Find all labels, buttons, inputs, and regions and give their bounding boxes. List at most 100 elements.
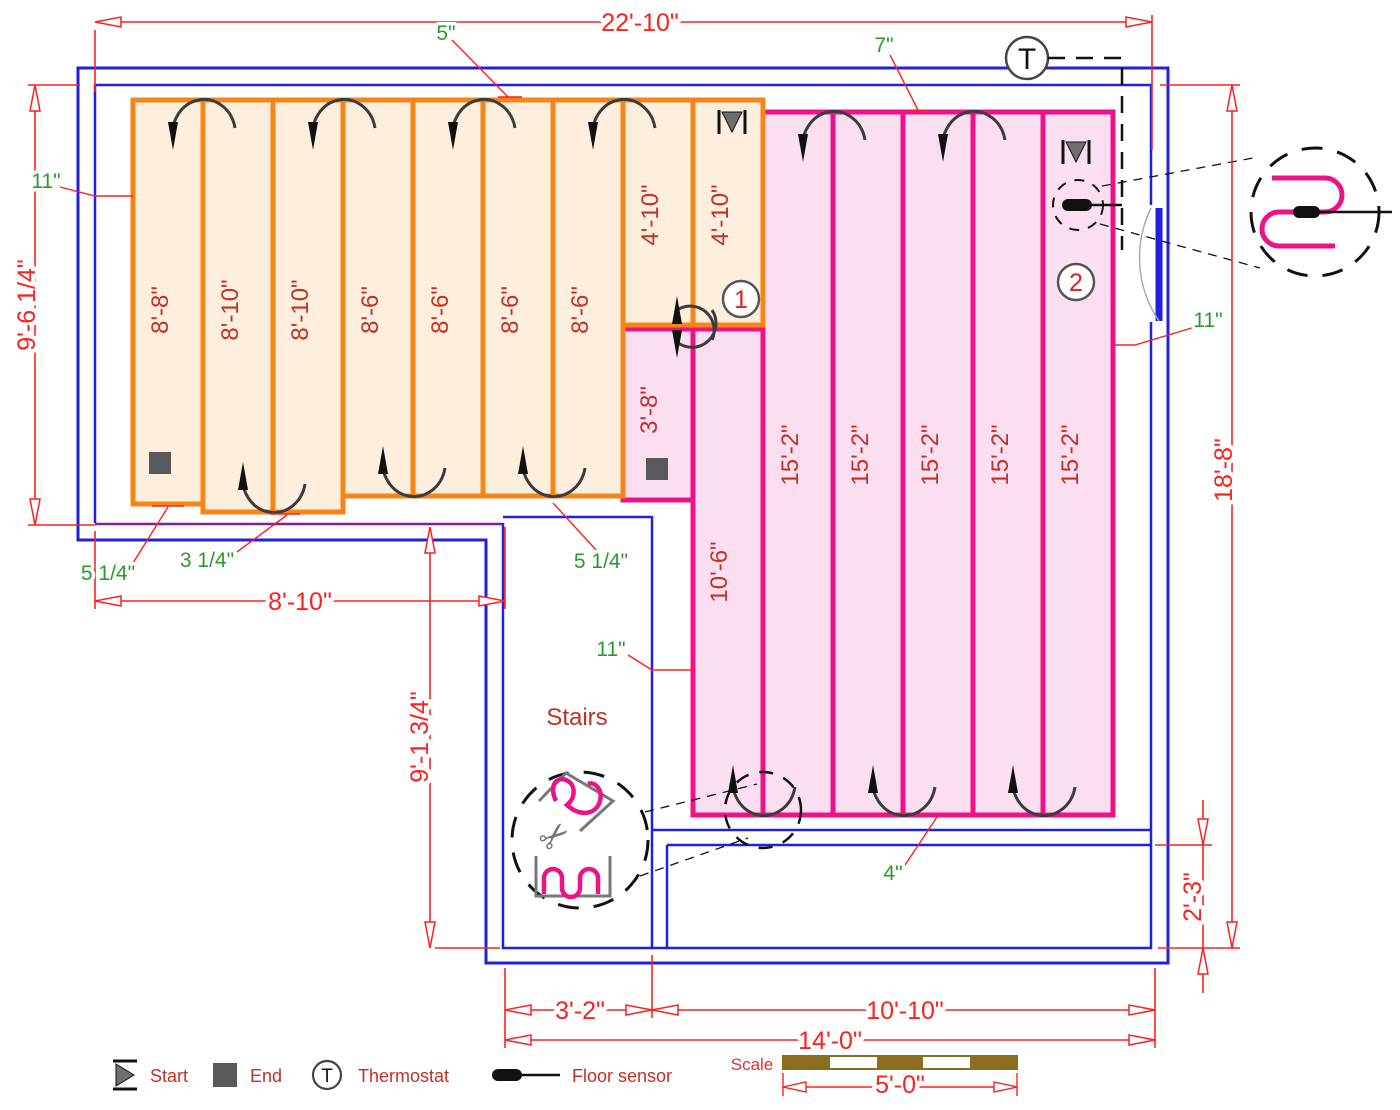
dimension-arrows	[29, 16, 1238, 1046]
legend-floor-sensor-item: Floor sensor	[492, 1066, 672, 1086]
arrow-down-icon	[168, 122, 178, 150]
dim-stairs-height: 9'-1 3/4"	[406, 691, 434, 782]
scale-label: Scale	[731, 1055, 774, 1074]
detail-marker-circle	[723, 770, 803, 850]
zone2-number: 2	[1069, 269, 1083, 297]
walls	[76, 66, 1170, 965]
gap-label: 11"	[596, 638, 625, 661]
strip-length-label: 15'-2"	[847, 424, 874, 485]
arrow-up-icon	[238, 462, 248, 490]
landing-wall-inner	[665, 843, 1151, 948]
arrow-down-icon	[672, 330, 682, 358]
legend: Start End T Thermostat Floor sensor Scal…	[113, 1055, 1018, 1104]
strip-length-label: 8'-6"	[427, 286, 454, 334]
legend-floor-sensor-label: Floor sensor	[572, 1066, 672, 1086]
start-symbol-zone2	[1061, 140, 1091, 164]
dimension-texts: 22'-10" 9'-6 1/4" 18'-8" 2'-3" 8'-10" 9'…	[9, 5, 1243, 1060]
dim-right-height: 18'-8"	[1210, 438, 1238, 502]
strip-length-label: 8'-10"	[287, 279, 314, 340]
dim-stairs-width: 3'-2"	[555, 997, 605, 1025]
dim-landing-width: 10'-10"	[866, 997, 944, 1025]
legend-thermostat-item: T Thermostat	[311, 1059, 449, 1091]
zone1-strip	[130, 97, 206, 507]
mat-labels: 8'-8" 8'-10" 8'-10" 8'-6" 8'-6" 8'-6" 8'…	[147, 184, 1084, 602]
start-symbol-zone1	[717, 110, 747, 134]
arrow-up-icon	[728, 765, 738, 793]
arrow-up-icon	[672, 296, 682, 324]
arrow-up-icon	[1008, 765, 1018, 793]
zone1-bubble: 1	[721, 279, 761, 319]
arrow-down-icon	[588, 122, 598, 150]
arrow-down-icon	[308, 122, 318, 150]
arrow-up-icon	[518, 446, 528, 474]
strip-length-label: 8'-10"	[217, 279, 244, 340]
zone1-number: 1	[734, 286, 748, 314]
zone1-strip	[620, 97, 696, 328]
gap-label: 5"	[436, 22, 455, 45]
stairs-wall	[503, 515, 654, 948]
thermostat-letter: T	[321, 1066, 333, 1087]
dim-top-width: 22'-10"	[601, 9, 679, 37]
stairs-label: Stairs	[546, 704, 607, 731]
strip-length-label: 4'-10"	[637, 184, 664, 245]
zone1-mats	[130, 97, 766, 515]
strip-length-label: 4'-10"	[707, 184, 734, 245]
legend-start-label: Start	[150, 1066, 188, 1086]
gap-label: 11"	[31, 170, 60, 193]
legend-thermostat-label: Thermostat	[358, 1066, 449, 1086]
cable-loop-arrowheads	[168, 122, 1018, 793]
dim-bottom-width: 14'-0"	[798, 1027, 862, 1055]
end-symbol-zone1	[149, 452, 171, 474]
arrow-up-icon	[868, 765, 878, 793]
thermostat-letter: T	[1018, 43, 1036, 76]
gap-leaders	[59, 39, 1196, 869]
strip-length-label: 3'-8"	[636, 386, 663, 434]
strip-length-label: 15'-2"	[917, 424, 944, 485]
thermostat-circle-icon	[311, 1059, 343, 1091]
strip-length-label: 15'-2"	[987, 424, 1014, 485]
heating-cable-detail	[550, 776, 603, 815]
floor-sensor-icon	[492, 1069, 522, 1081]
dim-left-room-width: 8'-10"	[268, 588, 332, 616]
thermostat-symbol: T	[1004, 35, 1050, 81]
start-flag-icon	[1065, 141, 1087, 164]
start-flag-icon	[115, 1063, 135, 1087]
zone2-strip	[760, 109, 1116, 818]
legend-end-item: End	[213, 1063, 282, 1087]
strip-length-label: 10'-6"	[706, 541, 733, 602]
scale-length-label: 5'-0"	[875, 1071, 925, 1099]
gap-label: 3 1/4"	[180, 549, 234, 572]
thermostat-wire	[1048, 56, 1124, 250]
arrow-down-icon	[798, 134, 808, 162]
floor-sensor-symbol	[1052, 179, 1122, 231]
strip-length-label: 8'-6"	[497, 286, 524, 334]
strip-length-label: 8'-6"	[567, 286, 594, 334]
scale-bar: Scale 5'-0"	[731, 1055, 1018, 1104]
heating-cable-detail	[541, 866, 601, 900]
strip-length-label: 8'-8"	[147, 286, 174, 334]
gap-label: 5 1/4"	[574, 550, 628, 573]
door-swing-arc	[1138, 207, 1160, 322]
scale-bar-outline	[782, 1055, 1018, 1070]
arrow-down-icon	[938, 134, 948, 162]
arrow-down-icon	[448, 122, 458, 150]
arrow-up-icon	[378, 446, 388, 474]
strip-length-label: 8'-6"	[357, 286, 384, 334]
gap-label: 11"	[1193, 309, 1222, 332]
floor-sensor-icon	[1293, 206, 1320, 218]
zone1-strip	[550, 97, 626, 499]
outer-wall	[76, 66, 1170, 965]
strip-length-label: 15'-2"	[1057, 424, 1084, 485]
cable-crossing	[676, 309, 718, 349]
zone2-strip	[690, 326, 766, 818]
legend-end-label: End	[250, 1066, 282, 1086]
gap-annotation-texts: 5" 7" 11" 5 1/4" 3 1/4" 5 1/4" 11" 11" 4…	[28, 19, 1226, 889]
zone2-mats	[620, 109, 1116, 818]
start-flag-icon	[721, 111, 743, 134]
dim-landing-height: 2'-3"	[1179, 872, 1207, 922]
gap-label: 5 1/4"	[81, 562, 135, 585]
sensor-detail-balloon	[1099, 146, 1392, 278]
zone2-bubble: 2	[1056, 262, 1096, 302]
floor-sensor-icon	[1062, 199, 1092, 211]
